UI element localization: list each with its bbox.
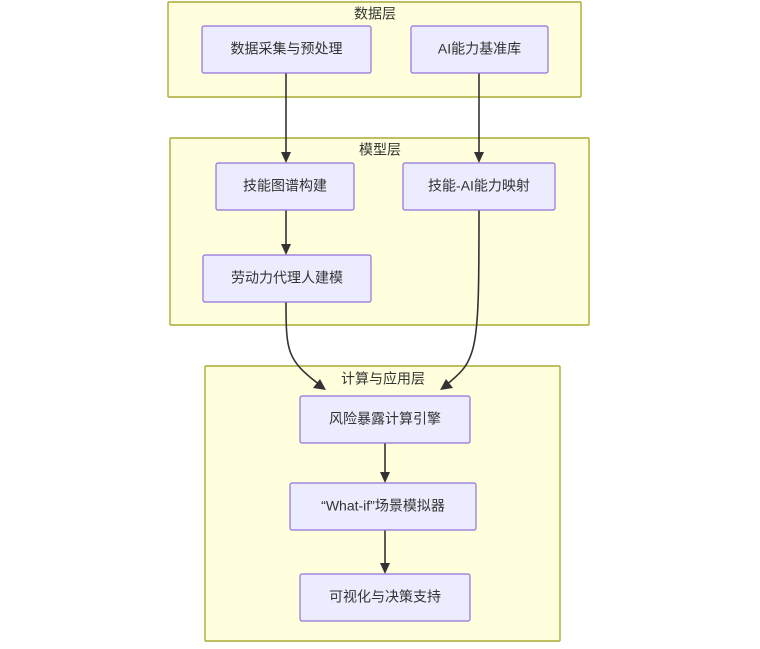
- edge-risk-to-whatif-arrowhead: [380, 472, 390, 483]
- edge-workforce-to-risk-line: [285, 301, 321, 386]
- edge-mapping-to-risk-line: [445, 209, 480, 386]
- node-data-collection[interactable]: 数据采集与预处理: [201, 25, 372, 74]
- edge-mapping-to-risk: [440, 209, 480, 390]
- node-ai-capability-baseline-label: AI能力基准库: [438, 41, 521, 57]
- edge-whatif-to-visualization-arrowhead: [380, 563, 390, 574]
- node-ai-capability-baseline-rect[interactable]: [410, 25, 549, 74]
- node-risk-exposure-engine-rect[interactable]: [299, 395, 471, 444]
- node-what-if-simulator-rect[interactable]: [289, 482, 477, 531]
- edge-mapping-to-risk-arrowhead: [440, 379, 453, 390]
- node-skill-ai-mapping-label: 技能-AI能力映射: [428, 178, 530, 194]
- node-skill-ai-mapping[interactable]: 技能-AI能力映射: [402, 162, 556, 211]
- node-what-if-simulator-label: “What-if”场景模拟器: [321, 498, 445, 514]
- edge-workforce-to-risk: [285, 301, 326, 390]
- node-what-if-simulator[interactable]: “What-if”场景模拟器: [289, 482, 477, 531]
- node-visualization-decision-support[interactable]: 可视化与决策支持: [299, 573, 471, 622]
- cluster-compute-app-layer-label: 计算与应用层: [341, 371, 425, 387]
- edge-data-to-skillgraph-arrowhead: [281, 152, 291, 163]
- edge-ai-to-mapping: [474, 73, 484, 163]
- node-visualization-decision-support-rect[interactable]: [299, 573, 471, 622]
- node-workforce-agent-model-rect[interactable]: [202, 254, 372, 303]
- edge-ai-to-mapping-arrowhead: [474, 152, 484, 163]
- edge-skillgraph-to-workforce: [281, 210, 291, 255]
- node-skill-graph-build[interactable]: 技能图谱构建: [215, 162, 355, 211]
- node-workforce-agent-model-label: 劳动力代理人建模: [231, 270, 343, 286]
- edge-skillgraph-to-workforce-arrowhead: [281, 244, 291, 255]
- node-skill-graph-build-label: 技能图谱构建: [243, 178, 327, 194]
- node-risk-exposure-engine[interactable]: 风险暴露计算引擎: [299, 395, 471, 444]
- edge-data-to-skillgraph: [281, 73, 291, 163]
- node-workforce-agent-model[interactable]: 劳动力代理人建模: [202, 254, 372, 303]
- node-ai-capability-baseline[interactable]: AI能力基准库: [410, 25, 549, 74]
- cluster-data-layer-label: 数据层: [354, 6, 396, 22]
- edge-risk-to-whatif: [380, 443, 390, 483]
- node-data-collection-rect[interactable]: [201, 25, 372, 74]
- node-skill-graph-build-rect[interactable]: [215, 162, 355, 211]
- edge-workforce-to-risk-arrowhead: [313, 379, 326, 390]
- cluster-model-layer-label: 模型层: [359, 142, 401, 158]
- edge-whatif-to-visualization: [380, 530, 390, 574]
- node-risk-exposure-engine-label: 风险暴露计算引擎: [329, 411, 441, 427]
- node-skill-ai-mapping-rect[interactable]: [402, 162, 556, 211]
- node-data-collection-label: 数据采集与预处理: [231, 41, 343, 57]
- node-visualization-decision-support-label: 可视化与决策支持: [329, 589, 441, 605]
